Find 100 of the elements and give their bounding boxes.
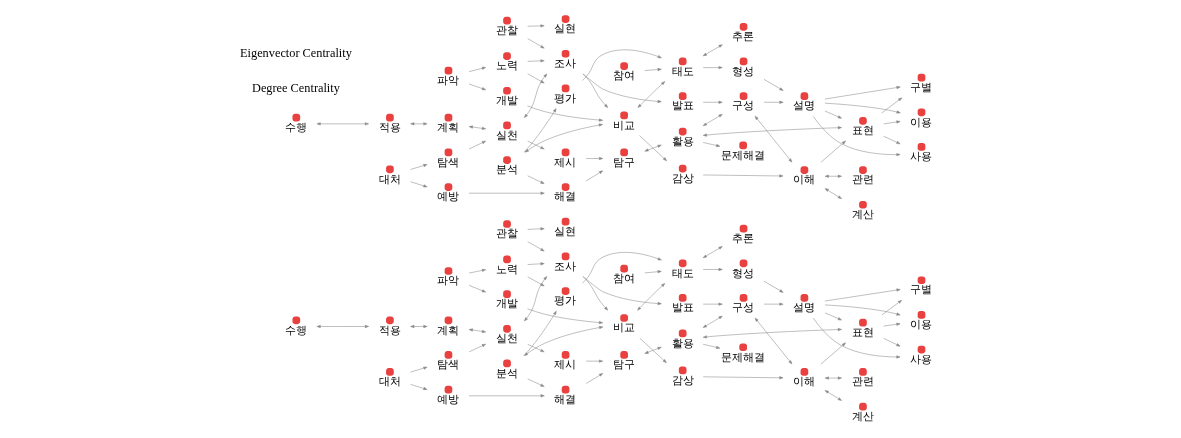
node-label: 표현 (851, 124, 874, 138)
arrow (702, 302, 723, 306)
node-label: 제시 (553, 358, 576, 372)
arrow (582, 276, 662, 306)
arrow (882, 338, 900, 347)
node-label: 활용 (671, 336, 694, 350)
arrow (702, 315, 723, 328)
node-label: 분석 (495, 366, 518, 380)
node-label: 파악 (436, 274, 459, 288)
node-label: 구별 (909, 80, 932, 94)
node-label: 개발 (495, 93, 518, 107)
arrow (523, 73, 547, 118)
node-label: 해결 (553, 190, 576, 204)
arrow (585, 373, 603, 384)
node-label: 파악 (436, 73, 459, 87)
arrow (523, 276, 547, 322)
node-label: 개발 (495, 297, 518, 311)
arrow (824, 188, 842, 199)
arrow (702, 328, 842, 339)
arrow (812, 116, 900, 157)
node-label: 실현 (553, 22, 576, 36)
arrow (763, 280, 783, 293)
arrow (316, 122, 369, 126)
arrow (523, 310, 557, 356)
arrow (468, 83, 486, 91)
node-label: 평가 (553, 91, 576, 105)
node-label: 발표 (671, 99, 694, 113)
arrow (409, 181, 427, 188)
node-label: 분석 (495, 163, 518, 177)
arrow (526, 24, 544, 28)
arrow (468, 125, 486, 130)
arrow (582, 73, 608, 108)
arrow (824, 174, 842, 178)
node-label: 예방 (436, 190, 459, 204)
node-label: 계획 (436, 120, 459, 134)
arrow (585, 359, 603, 363)
node-label: 관찰 (495, 23, 518, 37)
arrow (526, 105, 603, 122)
node-label: 비교 (612, 321, 635, 335)
node-label: 수행 (284, 120, 307, 134)
node-label: 적용 (378, 323, 401, 337)
node-label: 비교 (612, 118, 635, 132)
node-label: 노력 (495, 262, 518, 276)
node-label: 관련 (851, 173, 874, 187)
node-label: 제시 (553, 155, 576, 169)
arrow (526, 276, 544, 287)
arrow (637, 81, 665, 108)
arrow (526, 378, 544, 387)
arrow (812, 317, 900, 359)
node-label: 관련 (851, 375, 874, 389)
arrow (468, 328, 486, 333)
arrow (468, 140, 486, 150)
arrow (523, 108, 556, 153)
node-label: 적용 (378, 120, 401, 134)
arrow (702, 44, 723, 57)
node-label: 감상 (671, 373, 694, 387)
arrow (880, 97, 902, 114)
node-label: 활용 (671, 134, 694, 148)
node-label: 조사 (553, 259, 576, 273)
node-label: 탐구 (612, 155, 635, 169)
node-label: 탐색 (436, 155, 459, 169)
node-label: 추론 (731, 231, 754, 245)
arrow (585, 157, 603, 160)
arrow (524, 123, 603, 153)
arrow (526, 175, 544, 184)
arrow (409, 122, 427, 126)
arrow (468, 191, 545, 195)
arrow (526, 241, 544, 252)
label: Degree Centrality (251, 81, 340, 96)
arrow (824, 86, 901, 100)
arrow (882, 135, 900, 145)
node-label: 이해 (792, 375, 815, 389)
node-label: 대처 (378, 375, 401, 389)
arrow (409, 366, 427, 373)
arrow (820, 342, 846, 365)
arrow (702, 114, 723, 126)
arrow (526, 73, 544, 84)
arrow (882, 120, 900, 125)
node-label: 발표 (671, 301, 694, 315)
arrow (582, 73, 662, 103)
arrow (468, 268, 486, 274)
arrow (644, 270, 662, 274)
node-label: 실현 (553, 224, 576, 238)
node-label: 형성 (731, 64, 754, 78)
arrow (526, 227, 544, 231)
arrow (526, 308, 603, 325)
arrow (644, 346, 662, 354)
arrow (824, 110, 842, 119)
arrow (754, 317, 792, 365)
node-label: 이용 (909, 115, 932, 129)
arrow (644, 68, 662, 71)
arrow (820, 140, 846, 163)
arrow (824, 376, 842, 380)
arrow (316, 325, 369, 328)
node-label: 탐색 (436, 358, 459, 372)
arrow (824, 102, 901, 114)
arrow (882, 322, 900, 327)
arrow (702, 100, 723, 104)
arrow (702, 246, 723, 258)
arrow (763, 100, 783, 104)
